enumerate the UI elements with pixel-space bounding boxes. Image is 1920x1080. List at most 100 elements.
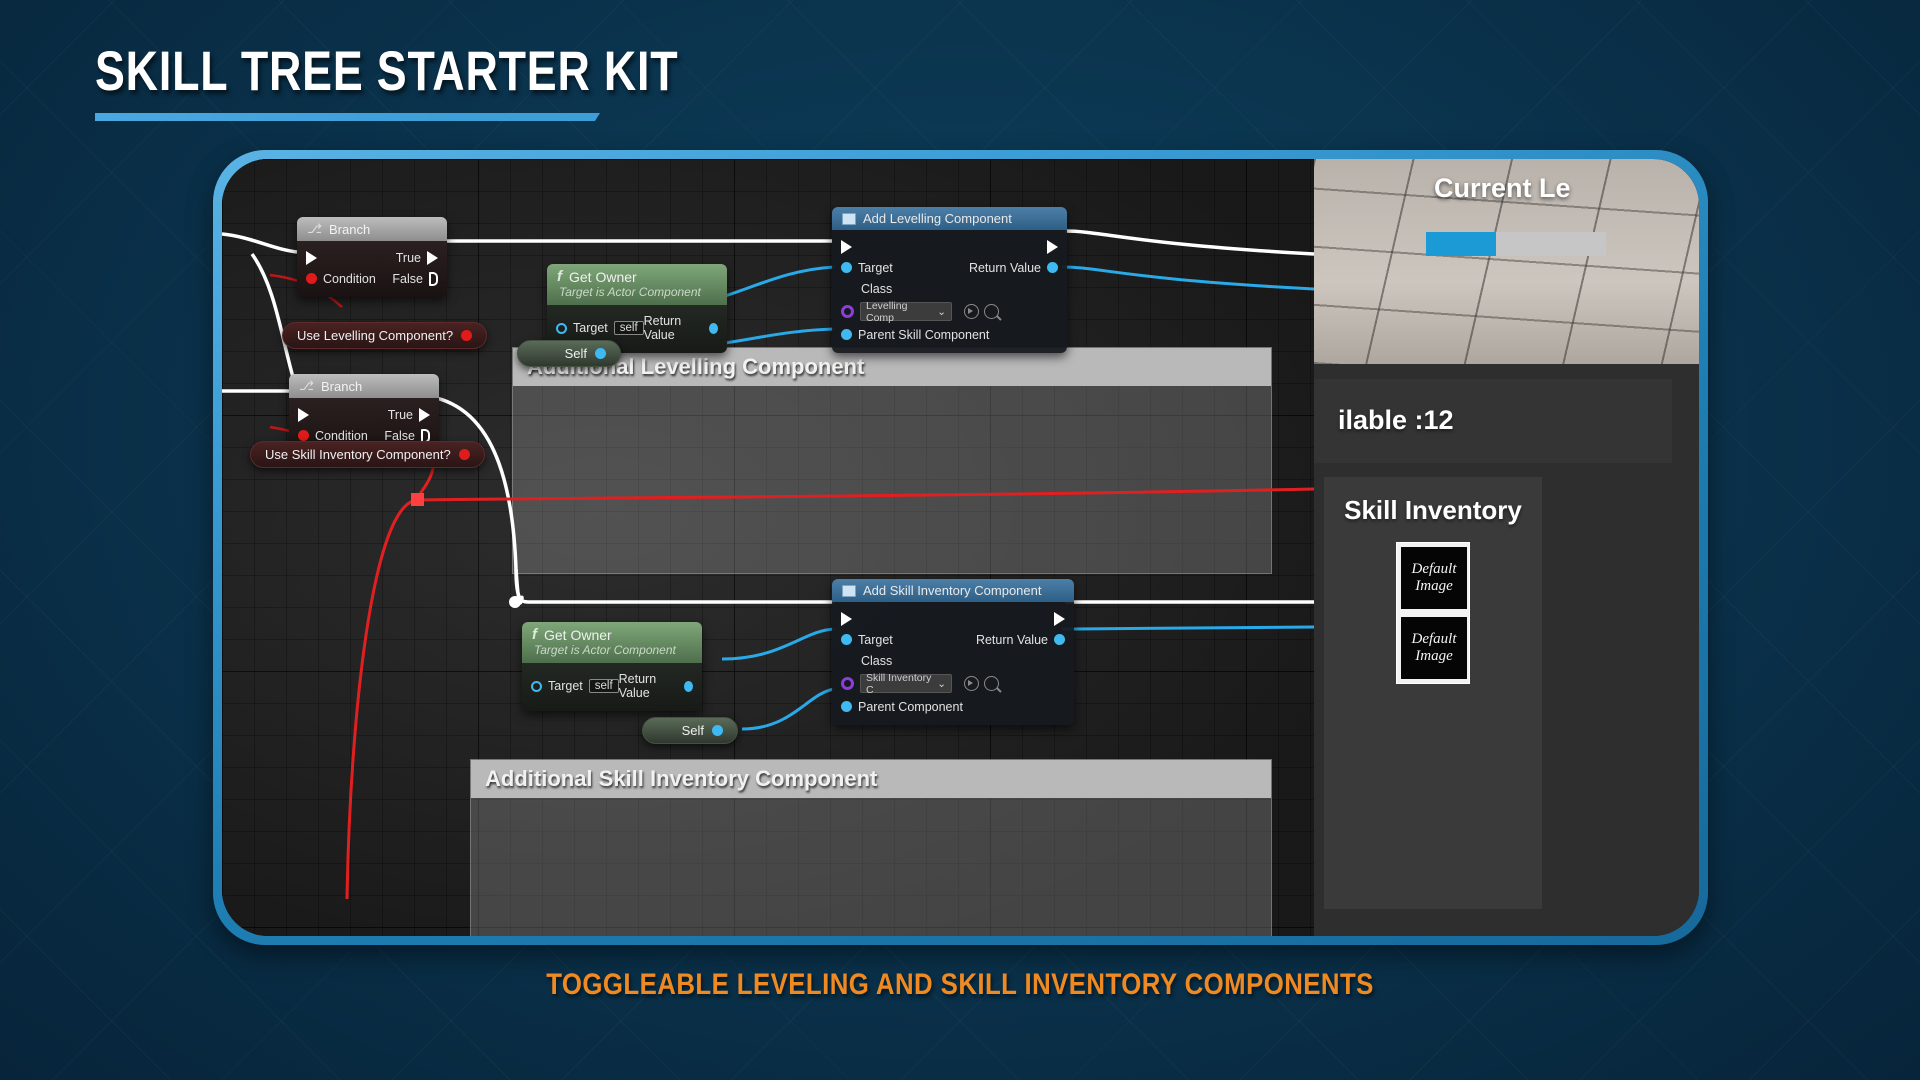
browse-icon[interactable] [964,676,979,691]
target-row: Target self Return Value [522,669,702,703]
variable-node-use-skill-inventory[interactable]: Use Skill Inventory Component? [250,441,485,468]
stat-panel [1314,379,1672,463]
target-pin[interactable] [556,322,567,334]
comment-title: Additional Skill Inventory Component [485,766,878,791]
add-skill-inventory-component-node[interactable]: Add Skill Inventory Component Target Ret… [832,579,1074,725]
return-value-pin[interactable] [708,322,718,334]
self-label: Self [564,346,587,361]
self-out-pin[interactable] [595,348,606,359]
comment-box-skill-inventory[interactable]: Additional Skill Inventory Component [470,759,1272,936]
class-label-row: Class [832,278,1067,299]
exec-in-pin[interactable] [841,611,852,626]
xp-progress-fill [1426,232,1497,256]
node-title: Branch [328,221,371,237]
node-title: Add Skill Inventory Component [863,583,1042,598]
footer-caption: TOGGLEABLE LEVELING AND SKILL INVENTORY … [546,968,1374,1001]
slot-line-1: Default [1411,630,1457,647]
self-node-1[interactable]: Self [517,340,621,367]
return-value-pin[interactable] [683,680,693,692]
self-out-pin[interactable] [712,725,723,736]
search-icon[interactable] [984,676,999,691]
current-level-label: Current Le [1434,173,1571,203]
node-title: Get Owner [569,268,637,285]
skill-inventory-slots[interactable]: Default Image Default Image [1396,542,1470,684]
return-value-label: Return Value [643,314,682,342]
browse-icon[interactable] [964,304,979,319]
branch-node-1[interactable]: ⎇ Branch True Condition False [297,217,447,297]
parent-label: Parent Component [858,699,963,714]
points-available-label: ilable :12 [1338,405,1454,435]
true-label: True [387,407,413,422]
target-pin[interactable] [531,680,542,692]
parent-row: Parent Component [832,696,1074,717]
condition-pin[interactable] [306,273,317,284]
return-value-pin[interactable] [1054,634,1065,645]
self-node-2[interactable]: Self [642,717,738,744]
true-pin[interactable] [427,250,438,265]
chevron-down-icon: ⌄ [937,305,946,318]
exec-in-pin[interactable] [841,239,852,254]
class-dropdown[interactable]: Levelling Comp ⌄ [860,299,952,324]
exec-in-pin[interactable] [298,407,309,422]
class-dropdown[interactable]: Skill Inventory C ⌄ [860,672,952,696]
node-header: f Get Owner Target is Actor Component [547,264,727,305]
branch-icon: ⎇ [299,378,314,393]
exec-out-pin[interactable] [1054,611,1065,626]
exec-in-pin[interactable] [306,250,317,265]
search-icon[interactable] [984,304,999,319]
function-icon: f [557,268,562,285]
target-row: Target Return Value [832,629,1074,650]
exec-row [832,608,1074,629]
function-icon: f [532,626,537,643]
node-title: Branch [320,378,363,394]
return-value-label: Return Value [975,632,1048,647]
variable-out-pin[interactable] [458,449,470,460]
inventory-slot[interactable]: Default Image [1401,547,1467,609]
inventory-slot[interactable]: Default Image [1401,617,1467,679]
variable-node-use-levelling[interactable]: Use Levelling Component? [282,322,488,349]
true-pin[interactable] [419,407,430,422]
target-value[interactable]: self [588,679,619,693]
return-value-pin[interactable] [1047,262,1058,273]
node-header: Add Skill Inventory Component [832,579,1074,602]
condition-pin[interactable] [298,430,309,441]
function-title-row: f Get Owner [557,268,637,285]
class-tools [964,676,999,691]
parent-pin[interactable] [841,329,852,340]
class-label-row: Class [832,650,1074,671]
target-label: Target [548,679,583,693]
false-label: False [384,428,415,443]
true-label: True [395,250,421,265]
target-pin[interactable] [841,634,852,645]
game-viewport[interactable]: Current Le ilable :12 Skill Inventory De… [1314,159,1699,936]
component-icon [842,584,856,597]
comment-box-levelling[interactable]: Additional Levelling Component [512,347,1272,574]
target-pin[interactable] [841,262,852,273]
skill-inventory-panel[interactable]: Skill Inventory Default Image Default Im… [1324,477,1542,909]
screenshot-frame: Additional Levelling Component Additiona… [213,150,1708,945]
slot-line-2: Image [1415,578,1453,594]
slot-line-1: Default [1411,560,1457,577]
false-label: False [392,271,423,286]
target-value[interactable]: self [613,321,644,335]
variable-out-pin[interactable] [461,330,473,341]
skill-inventory-title: Skill Inventory [1344,495,1522,525]
get-owner-node-2[interactable]: f Get Owner Target is Actor Component Ta… [522,622,702,711]
class-pin[interactable] [841,305,854,318]
screenshot-frame-inner: Additional Levelling Component Additiona… [222,159,1699,936]
class-dropdown-value: Levelling Comp [866,299,908,324]
node-body: Target Return Value Class Levelling Comp… [832,230,1067,353]
variable-label: Use Skill Inventory Component? [265,447,451,462]
exec-row: True [289,404,439,425]
function-title-row: f Get Owner [532,626,612,643]
node-header: ⎇ Branch [297,217,447,241]
exec-out-pin[interactable] [1047,239,1058,254]
target-label: Target [858,260,893,275]
add-levelling-component-node[interactable]: Add Levelling Component Target Return Va… [832,207,1067,353]
comment-header: Additional Levelling Component [513,348,1271,386]
false-pin[interactable] [429,271,438,286]
class-pin[interactable] [841,677,854,690]
condition-row: Condition False [297,268,447,289]
blueprint-graph[interactable]: Additional Levelling Component Additiona… [222,159,1314,936]
parent-pin[interactable] [841,701,852,712]
